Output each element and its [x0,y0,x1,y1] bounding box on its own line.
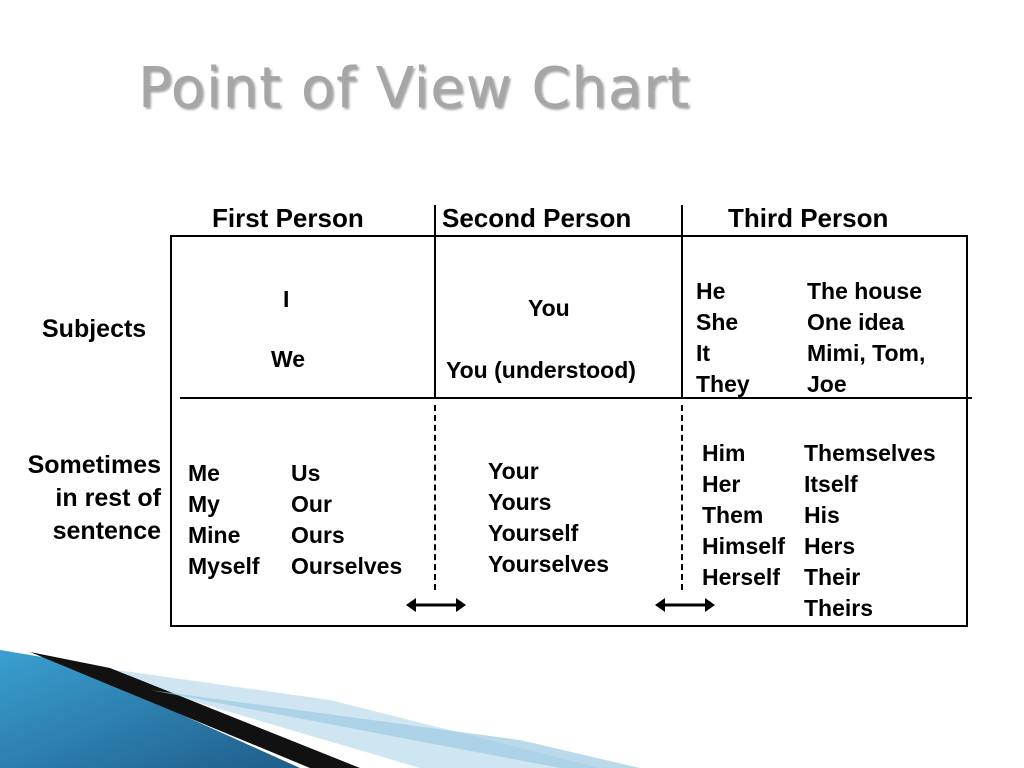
column-divider-1-dashed [434,405,436,590]
subject-third-pronouns: He She It They [696,276,750,400]
list-item: She [696,309,739,335]
list-item: He [696,278,726,304]
subject-second-understood: You (understood) [446,357,636,383]
third-person-list-a: Him Her Them Himself Herself [702,438,785,593]
list-item: Yourself [488,520,579,546]
list-item: Him [702,440,746,466]
list-item: Itself [804,471,858,497]
list-item: Myself [188,553,260,579]
table-border-right [966,235,968,627]
list-item: Herself [702,564,780,590]
list-item: Our [291,491,332,517]
second-person-list: Your Yours Yourself Yourselves [488,456,609,580]
list-item: Us [291,460,321,486]
column-header-third-person: Third Person [728,203,889,233]
list-item: Ours [291,522,345,548]
subject-second: You [528,295,570,321]
list-item: His [804,502,840,528]
list-item: Mine [188,522,241,548]
list-item: Ourselves [291,553,403,579]
column-divider-2 [681,205,683,398]
list-item: Joe [807,371,847,397]
column-header-second-person: Second Person [442,203,632,233]
table-border-top [170,235,968,237]
list-item: Them [702,502,764,528]
list-item: Me [188,460,220,486]
row-label-sometimes-line: sentence [52,517,161,545]
list-item: Himself [702,533,786,559]
subject-third-examples: The house One idea Mimi, Tom, Joe [807,276,925,400]
list-item: They [696,371,750,397]
double-arrow-icon [406,598,466,612]
list-item: One idea [807,309,905,335]
third-person-list-b: Themselves Itself His Hers Their Theirs [804,438,936,624]
list-item: Themselves [804,440,936,466]
list-item: Mimi, Tom, [807,340,926,366]
list-item: Hers [804,533,856,559]
row-label-sometimes-line: Sometimes [27,451,161,479]
row-divider [180,397,972,399]
list-item: Their [804,564,861,590]
list-item: Your [488,458,539,484]
column-header-first-person: First Person [212,203,364,233]
list-item: Yourselves [488,551,610,577]
double-arrow-icon [655,598,715,612]
table-border-bottom [170,625,968,627]
subject-first-plural: We [271,346,306,372]
first-person-plural-list: Us Our Ours Ourselves [291,458,402,582]
subject-first-singular: I [283,286,290,312]
list-item: Her [702,471,741,497]
table-border-left [170,235,172,627]
list-item: My [188,491,220,517]
page-title: Point of View Chart [138,56,691,121]
row-label-sometimes-line: in rest of [55,484,161,512]
list-item: Theirs [804,595,874,621]
row-label-subjects: Subjects [42,315,147,343]
list-item: Yours [488,489,552,515]
list-item: The house [807,278,923,304]
column-divider-1 [434,205,436,398]
row-label-sometimes: Sometimes in rest of sentence [28,449,161,548]
list-item: It [696,340,711,366]
column-divider-2-dashed [681,405,683,590]
first-person-singular-list: Me My Mine Myself [188,458,260,582]
